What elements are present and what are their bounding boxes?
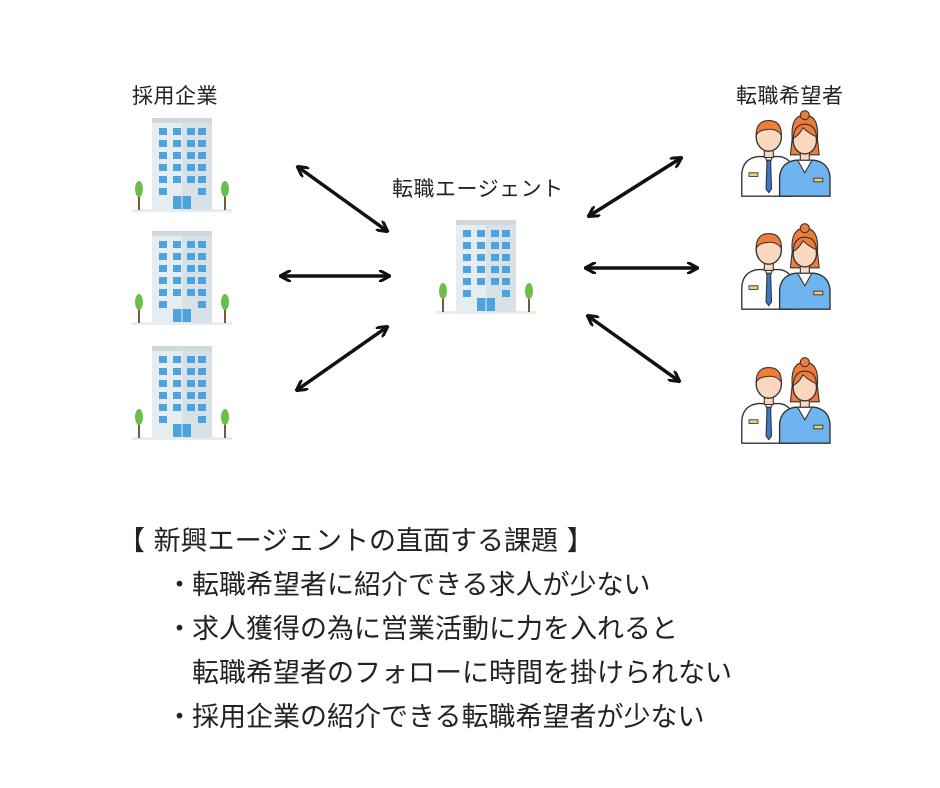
agent-building-icon (436, 217, 536, 317)
business-people-icon (734, 108, 836, 198)
agent-label: 転職エージェント (392, 177, 564, 201)
issue-text: 求人獲得の為に営業活動に力を入れると (192, 614, 678, 645)
bullet: ・ (166, 614, 193, 645)
arrow-agent-seeker-1 (589, 158, 681, 216)
arrow-agent-seeker-3 (588, 316, 679, 381)
job-seekers-label: 転職希望者 (736, 84, 844, 108)
office-building-icon (132, 228, 232, 328)
arrow-company-1-agent (298, 167, 387, 231)
business-people-icon (734, 355, 836, 445)
office-building-icon (132, 115, 232, 215)
issue-item: ・求人獲得の為に営業活動に力を入れると (166, 608, 732, 652)
issue-item: ・採用企業の紹介できる転職希望者が少ない (166, 696, 732, 740)
business-people-icon (734, 221, 836, 311)
bullet: ・ (166, 570, 193, 601)
arrow-company-3-agent (297, 327, 387, 390)
issue-text: 転職希望者に紹介できる求人が少ない (192, 570, 651, 601)
issues-section: 【 新興エージェントの直面する課題 】 ・転職希望者に紹介できる求人が少ない ・… (118, 520, 732, 740)
issue-text: 採用企業の紹介できる転職希望者が少ない (192, 702, 705, 733)
issue-item-continuation: 転職希望者のフォローに時間を掛けられない (192, 658, 732, 689)
office-building-icon (132, 343, 232, 443)
issues-heading: 【 新興エージェントの直面する課題 】 (118, 526, 594, 557)
bullet: ・ (166, 702, 193, 733)
issue-item: ・転職希望者に紹介できる求人が少ない (166, 564, 732, 608)
companies-label: 採用企業 (132, 84, 218, 108)
